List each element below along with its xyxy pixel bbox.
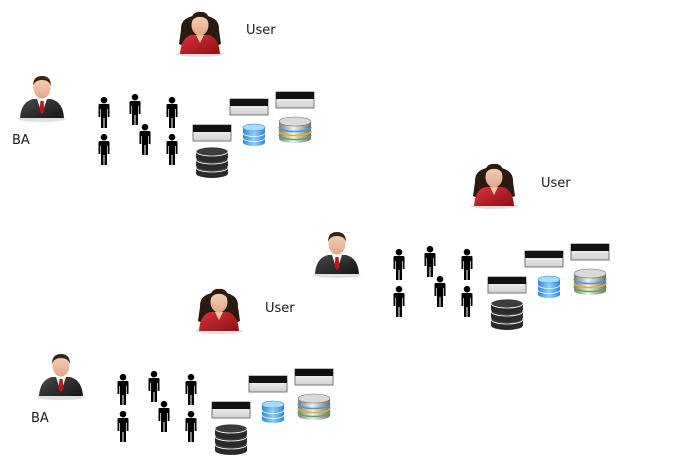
person-silhouette-icon [393, 285, 405, 317]
blue-database-icon [261, 400, 285, 423]
dark-database-stack-icon [214, 423, 248, 455]
table-header-bar-icon [570, 243, 610, 261]
person-silhouette-icon [393, 248, 405, 280]
person-silhouette-icon [185, 410, 197, 442]
server-disk-stack-icon [278, 116, 312, 143]
table-header-bar-icon [275, 91, 315, 109]
ba-label: BA [31, 411, 49, 426]
person-silhouette-icon [185, 373, 197, 405]
table-header-bar-icon [211, 401, 251, 419]
person-silhouette-icon [139, 123, 151, 155]
blue-database-icon [242, 123, 266, 146]
user-label: User [541, 176, 571, 191]
server-disk-stack-icon [297, 393, 331, 420]
person-silhouette-icon [424, 245, 436, 277]
blue-database-icon [537, 275, 561, 298]
person-silhouette-icon [166, 96, 178, 128]
person-silhouette-icon [461, 248, 473, 280]
female-user-avatar-icon [470, 163, 518, 209]
dark-database-stack-icon [490, 298, 524, 330]
person-silhouette-icon [166, 133, 178, 165]
table-header-bar-icon [248, 375, 288, 393]
person-silhouette-icon [434, 275, 446, 307]
person-silhouette-icon [98, 96, 110, 128]
table-header-bar-icon [192, 124, 232, 142]
table-header-bar-icon [524, 250, 564, 268]
table-header-bar-icon [229, 98, 269, 116]
ba-label: BA [12, 133, 30, 148]
female-user-avatar-icon [195, 288, 243, 334]
person-silhouette-icon [158, 400, 170, 432]
person-silhouette-icon [148, 370, 160, 402]
table-header-bar-icon [487, 276, 527, 294]
server-disk-stack-icon [573, 268, 607, 295]
user-label: User [246, 23, 276, 38]
table-header-bar-icon [294, 368, 334, 386]
person-silhouette-icon [98, 133, 110, 165]
female-user-avatar-icon [176, 11, 224, 57]
person-silhouette-icon [129, 93, 141, 125]
male-business-analyst-avatar-icon [37, 354, 85, 400]
person-silhouette-icon [117, 410, 129, 442]
dark-database-stack-icon [195, 146, 229, 178]
person-silhouette-icon [117, 373, 129, 405]
male-business-analyst-avatar-icon [313, 232, 361, 278]
person-silhouette-icon [461, 285, 473, 317]
user-label: User [265, 301, 295, 316]
male-business-analyst-avatar-icon [18, 76, 66, 122]
